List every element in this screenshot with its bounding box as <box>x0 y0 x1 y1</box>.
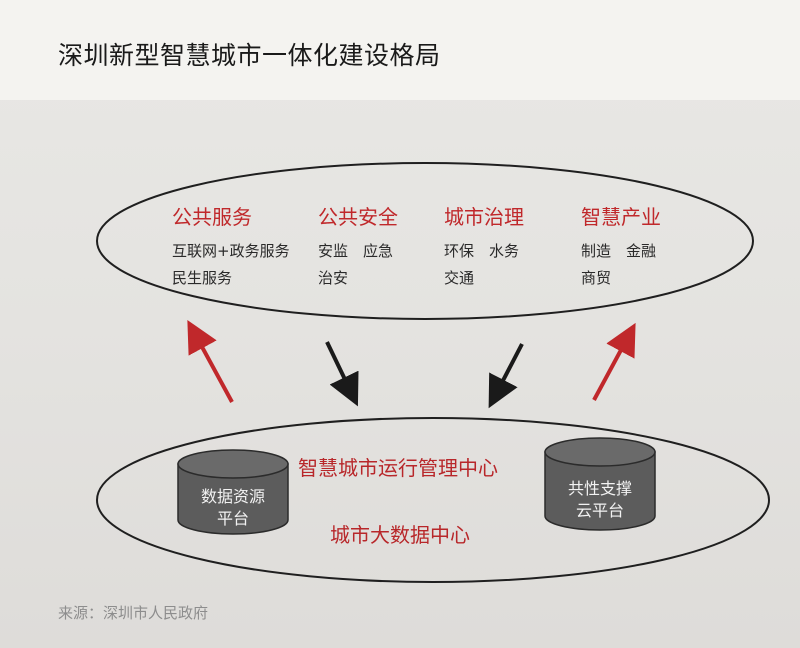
category-item: 环保 水务 <box>444 242 520 260</box>
arrow-up-right <box>592 322 636 401</box>
arrow-down-left <box>325 341 359 407</box>
category-city-governance: 城市治理 <box>444 205 524 229</box>
arrow-down-right <box>488 343 524 409</box>
data-resource-cylinder <box>177 449 289 535</box>
category-public-service: 公共服务 <box>172 205 252 229</box>
big-data-center-label: 城市大数据中心 <box>330 523 470 547</box>
category-item: 互联网+政务服务 <box>172 242 290 260</box>
category-item: 安监 应急 <box>318 242 394 260</box>
page-title: 深圳新型智慧城市一体化建设格局 <box>58 41 441 70</box>
category-item: 治安 <box>318 269 349 287</box>
category-public-safety: 公共安全 <box>318 205 398 229</box>
operations-center-label: 智慧城市运行管理中心 <box>298 456 498 480</box>
title-band <box>0 0 800 100</box>
data-resource-platform-label: 数据资源 平台 <box>200 487 265 528</box>
category-item: 民生服务 <box>172 269 233 287</box>
bottom-ellipse <box>96 417 770 583</box>
cloud-platform-label: 共性支撑 云平台 <box>567 479 632 520</box>
category-smart-industry: 智慧产业 <box>581 205 661 229</box>
source-note: 来源：深圳市人民政府 <box>58 604 209 622</box>
top-ellipse <box>96 162 754 320</box>
cloud-platform-cylinder <box>544 437 656 531</box>
category-item: 交通 <box>444 269 475 287</box>
arrow-up-left <box>187 319 234 403</box>
category-item: 商贸 <box>581 269 612 287</box>
category-item: 制造 金融 <box>581 242 657 260</box>
